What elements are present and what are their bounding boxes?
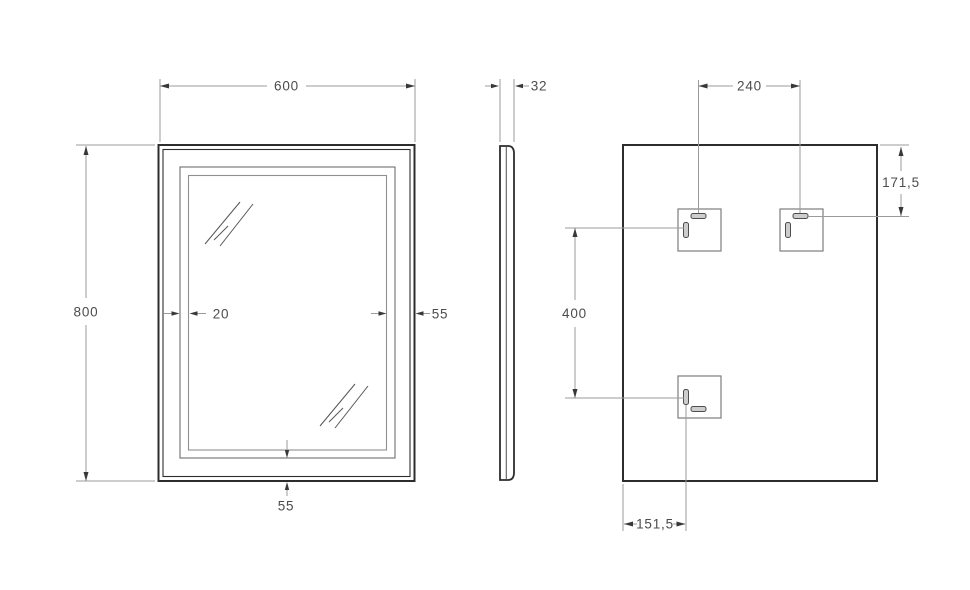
dim-label-frame-side: 55	[432, 307, 449, 322]
arrowhead-right	[676, 521, 686, 527]
bracket-slot-horizontal	[690, 406, 707, 412]
arrowhead-right	[491, 83, 499, 89]
dimension-front-width: 600	[159, 79, 416, 142]
arrowhead-left	[160, 83, 169, 89]
arrowhead-right	[378, 311, 387, 316]
bracket-slot-horizontal	[690, 213, 707, 219]
hatch-line	[334, 385, 369, 429]
bracket-slot-vertical	[683, 389, 689, 405]
back-view	[622, 144, 878, 482]
side-view	[499, 145, 515, 481]
front-inner-frame	[179, 166, 396, 459]
arrowhead-right	[171, 311, 180, 316]
arrowhead-up	[572, 228, 578, 237]
dim-label-depth: 32	[531, 79, 548, 94]
dim-label-front-height: 800	[74, 305, 99, 320]
arrowhead-up	[83, 146, 89, 155]
arrowhead-down	[83, 472, 89, 481]
dim-label-bracket-spacing-vertical: 400	[562, 306, 587, 321]
arrowhead-up	[898, 147, 904, 156]
front-outer-frame	[157, 144, 416, 482]
mounting-bracket-top-right	[779, 208, 824, 252]
hatch-line	[319, 383, 356, 427]
arrowhead-right	[406, 83, 415, 89]
arrowhead-down	[898, 207, 904, 216]
hatch-line	[204, 201, 241, 245]
reflection-hatch-bottom-right	[319, 383, 369, 429]
arrowhead-left	[624, 521, 633, 527]
dimension-bracket-top-offset: 171,5	[808, 144, 920, 217]
arrowhead-left	[698, 83, 708, 89]
bracket-slot-horizontal	[792, 213, 809, 219]
arrowhead-left	[515, 83, 523, 89]
dim-label-frame-bottom: 55	[278, 499, 295, 514]
arrowhead-right	[791, 83, 800, 89]
dimension-depth: 32	[485, 79, 547, 142]
arrowhead-up	[284, 482, 290, 490]
arrowhead-down	[572, 389, 578, 398]
dimension-bracket-left-offset: 151,5	[622, 405, 687, 532]
dimension-bracket-spacing-horizontal: 240	[698, 79, 801, 213]
dimension-front-height: 800	[74, 144, 155, 482]
bracket-slot-vertical	[785, 222, 791, 238]
mounting-bracket-top-left	[677, 208, 722, 252]
reflection-hatch-top-left	[204, 201, 254, 247]
arrowhead-down	[284, 450, 290, 458]
dim-label-front-width: 600	[274, 79, 299, 94]
side-profile	[499, 145, 515, 481]
dimension-glass-inset: 20	[164, 307, 229, 322]
dimension-bracket-spacing-vertical: 400	[562, 227, 684, 399]
dim-label-bracket-top-offset: 171,5	[882, 175, 920, 190]
dim-label-bracket-left-offset: 151,5	[636, 517, 674, 532]
front-outer-frame-inner-line	[162, 148, 411, 478]
dimension-frame-side: 55	[371, 307, 448, 322]
mounting-bracket-bottom	[677, 375, 722, 419]
bracket-slot-vertical	[683, 222, 689, 238]
dimension-frame-bottom: 55	[278, 440, 295, 514]
dim-label-glass-inset: 20	[213, 307, 230, 322]
hatch-line	[213, 225, 229, 241]
arrowhead-left	[189, 311, 198, 316]
dim-label-bracket-spacing-horizontal: 240	[737, 79, 762, 94]
hatch-line	[328, 407, 344, 423]
arrowhead-left	[415, 311, 424, 316]
back-panel	[622, 144, 878, 482]
hatch-line	[219, 203, 254, 247]
